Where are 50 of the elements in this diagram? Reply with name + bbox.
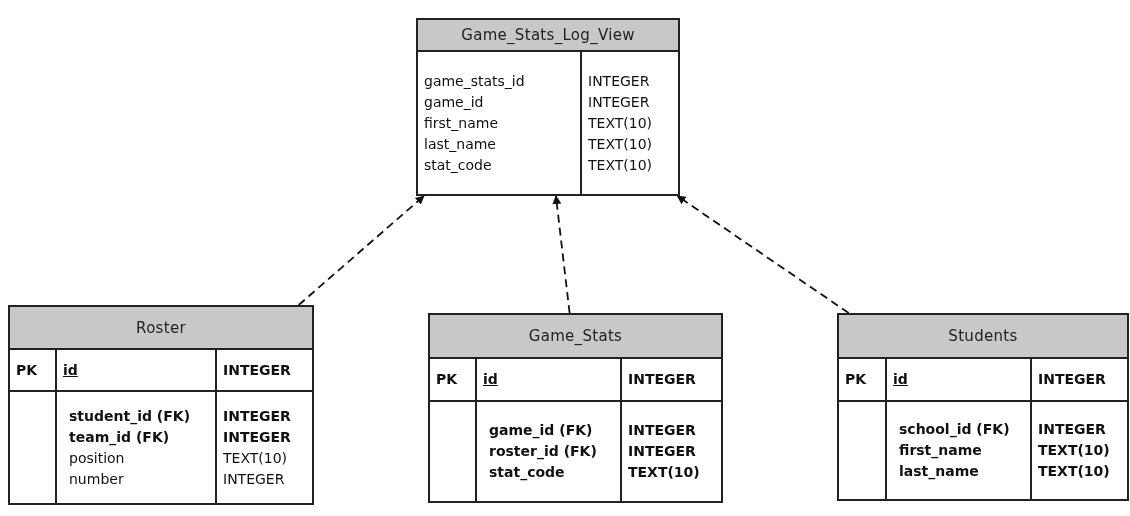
field-type: INTEGER xyxy=(1038,370,1106,389)
field-name: id xyxy=(63,360,78,380)
field-name: number xyxy=(69,469,124,489)
field-type: TEXT(10) xyxy=(1038,441,1110,460)
field-type: TEXT(10) xyxy=(588,113,653,133)
field-name: team_id (FK) xyxy=(69,427,170,448)
table-box xyxy=(428,313,723,503)
table-title: Students xyxy=(839,315,1127,359)
field-type: TEXT(10) xyxy=(1038,462,1110,481)
key-label: PK xyxy=(16,360,38,380)
key-label: PK xyxy=(436,370,458,389)
field-name: game_id xyxy=(424,92,484,112)
field-name: id xyxy=(483,370,498,389)
field-type: INTEGER xyxy=(628,442,696,461)
field-name: roster_id (FK) xyxy=(489,442,597,462)
field-type: INTEGER xyxy=(1038,420,1106,439)
field-name: first_name xyxy=(424,113,499,133)
field-type: INTEGER xyxy=(628,370,696,389)
field-type: INTEGER xyxy=(223,427,291,447)
dashed-arrow xyxy=(552,195,571,314)
field-type: TEXT(10) xyxy=(628,463,700,482)
field-type: INTEGER xyxy=(223,406,291,426)
field-name: stat_code xyxy=(424,155,492,175)
field-type: TEXT(10) xyxy=(223,448,288,468)
field-name: school_id (FK) xyxy=(899,420,1010,440)
table-title: Roster xyxy=(10,307,312,350)
field-name: stat_code xyxy=(489,463,565,483)
dashed-arrow xyxy=(297,195,425,306)
table-box xyxy=(8,305,314,505)
field-name: position xyxy=(69,448,125,468)
field-name: id xyxy=(893,370,908,389)
field-name: last_name xyxy=(899,462,979,482)
field-type: INTEGER xyxy=(588,92,650,112)
table-box xyxy=(416,18,680,196)
field-type: INTEGER xyxy=(628,421,696,440)
field-type: TEXT(10) xyxy=(588,134,653,154)
table-title: Game_Stats xyxy=(430,315,721,359)
field-name: student_id (FK) xyxy=(69,406,191,427)
field-type: INTEGER xyxy=(223,469,285,489)
key-label: PK xyxy=(845,370,867,389)
dashed-arrow xyxy=(676,195,850,314)
field-name: last_name xyxy=(424,134,496,154)
table-title: Game_Stats_Log_View xyxy=(418,20,678,52)
field-name: first_name xyxy=(899,441,982,461)
table-box xyxy=(837,313,1129,501)
field-name: game_stats_id xyxy=(424,71,525,91)
field-type: TEXT(10) xyxy=(588,155,653,175)
field-type: INTEGER xyxy=(588,71,650,91)
field-name: game_id (FK) xyxy=(489,421,593,441)
field-type: INTEGER xyxy=(223,360,291,380)
